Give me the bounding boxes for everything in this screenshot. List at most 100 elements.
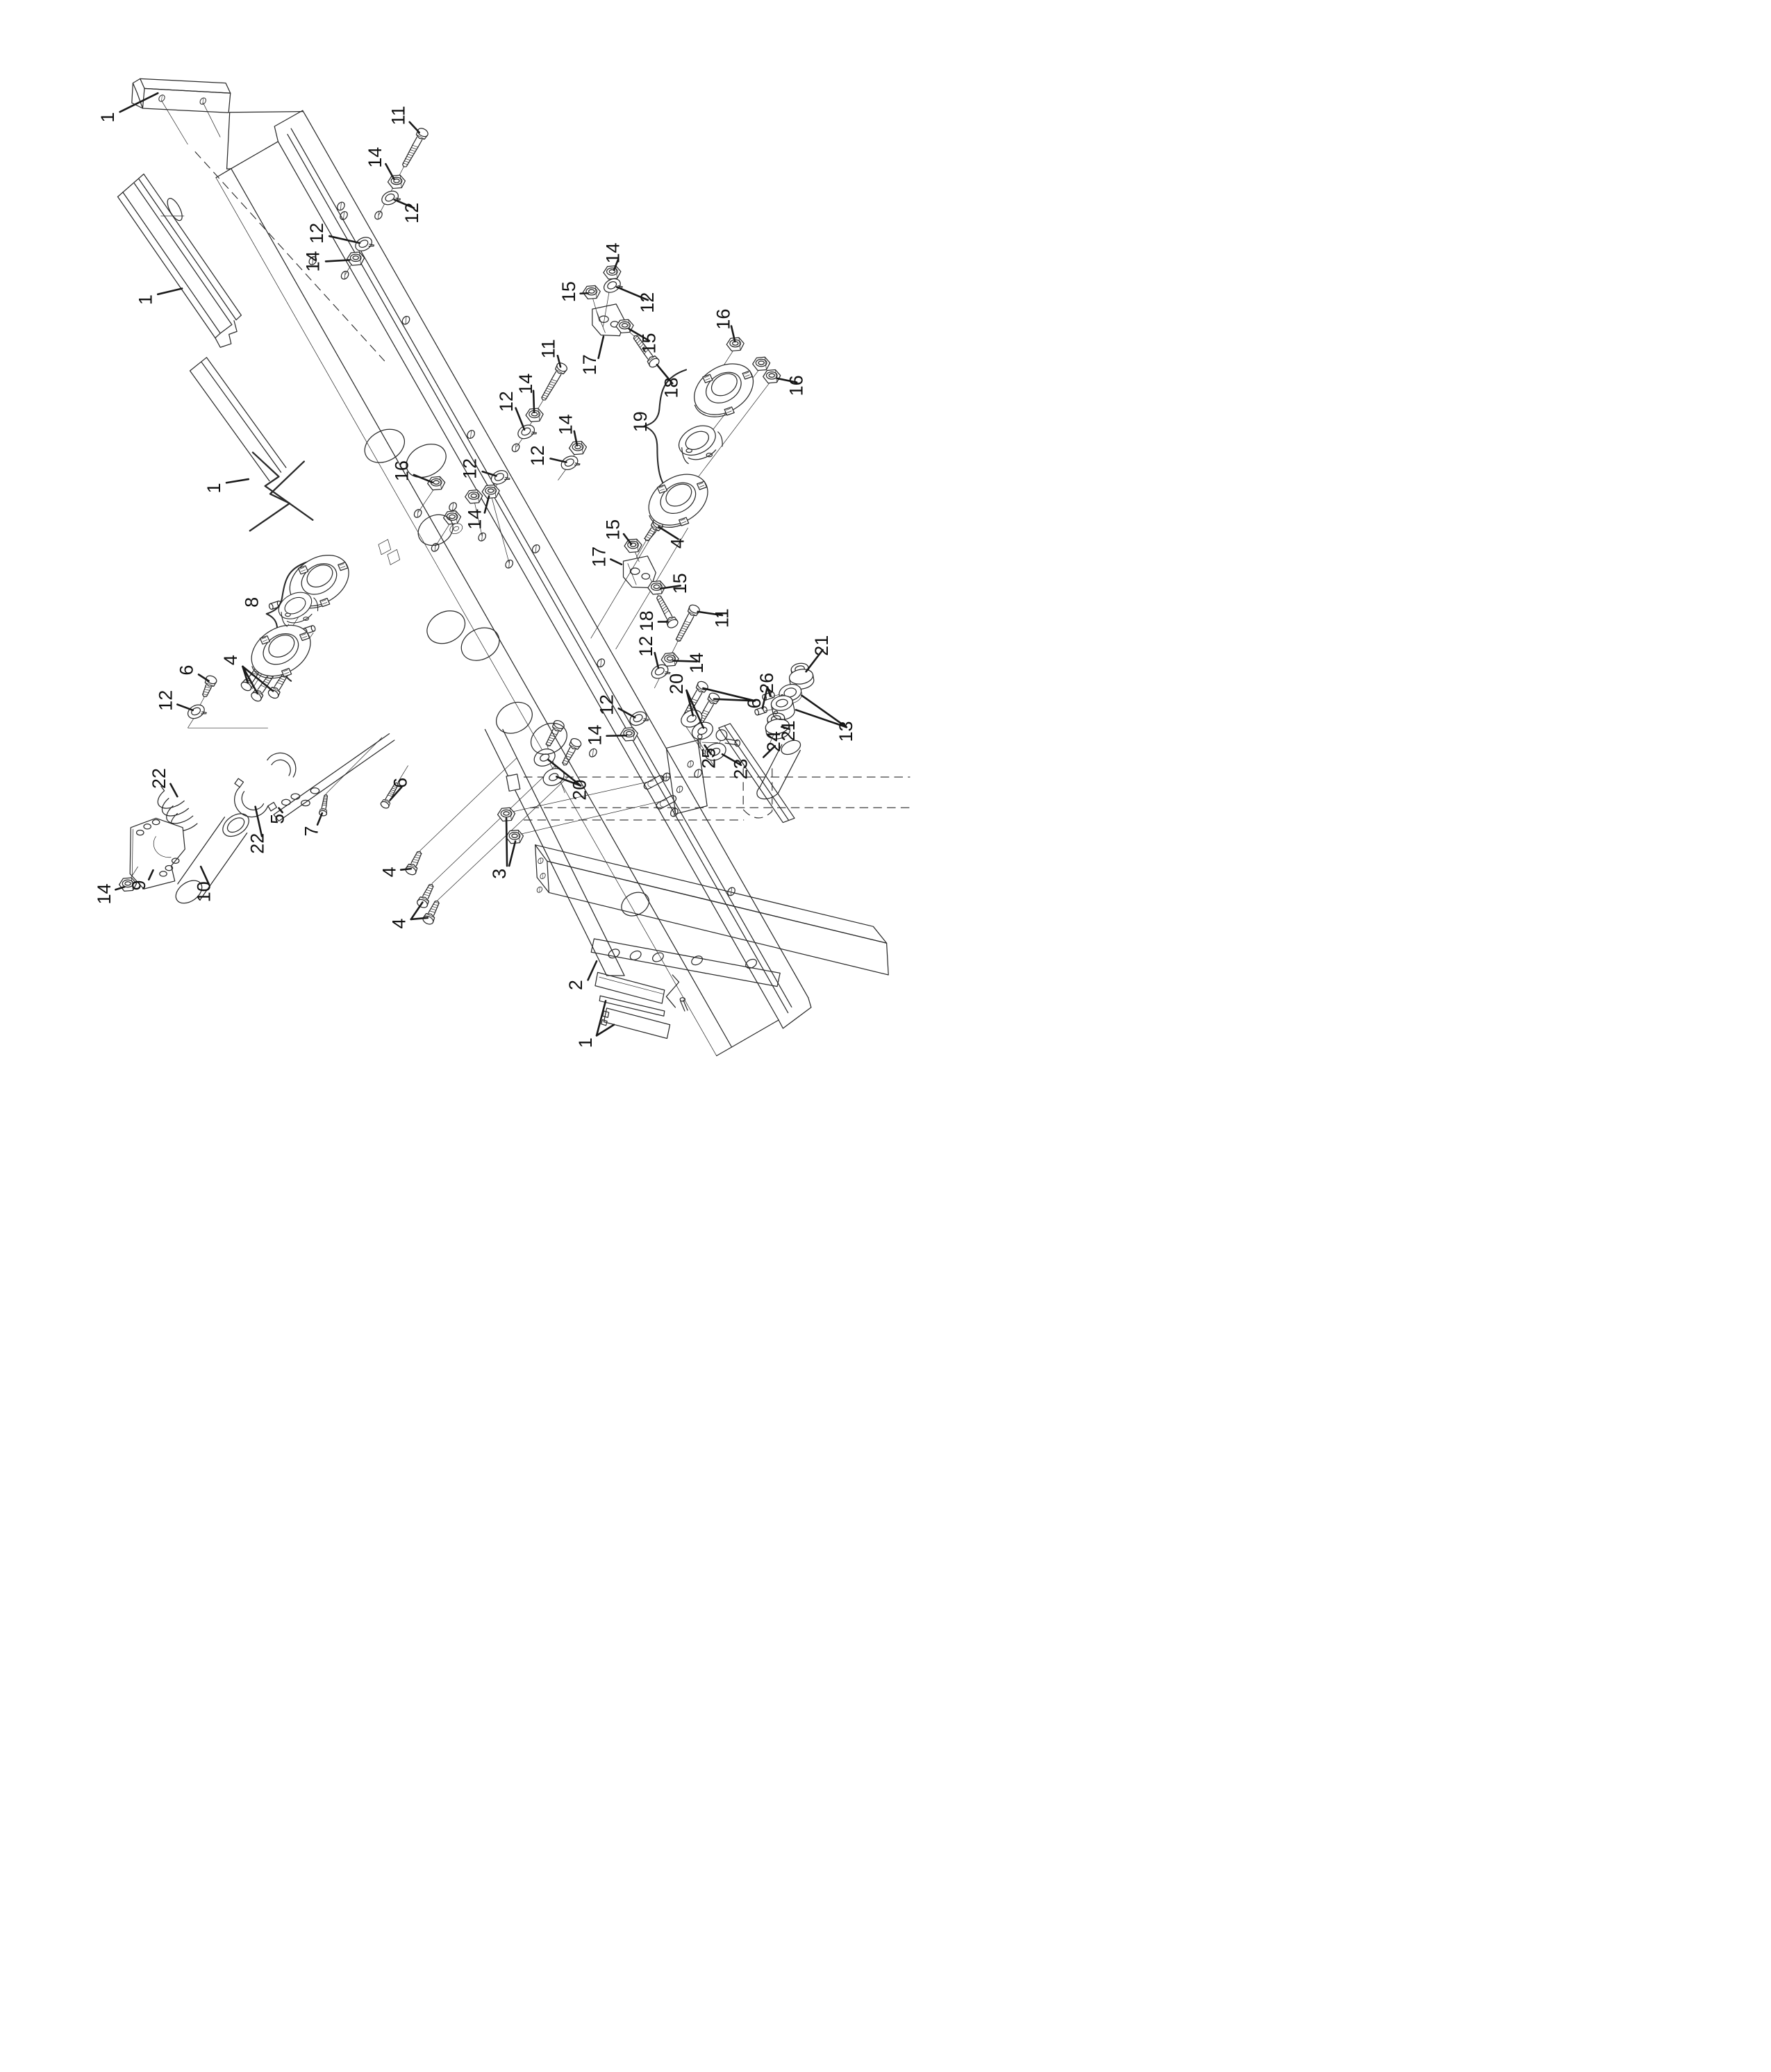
callout-4: 4: [388, 919, 409, 929]
leader-line: [762, 745, 776, 758]
lock-washer: [517, 424, 538, 440]
leader-line: [328, 235, 361, 244]
leader-line: [324, 259, 351, 262]
leader-line: [481, 470, 497, 477]
leader-line: [697, 610, 724, 617]
spring-22: [157, 785, 198, 832]
leader-line: [483, 495, 490, 514]
rail-1-lower: [189, 357, 287, 482]
leader-line: [176, 703, 194, 712]
callout-12: 12: [459, 458, 480, 479]
leader-line: [242, 665, 259, 695]
leader-line: [761, 686, 769, 710]
lock-washer: [490, 470, 510, 485]
callout-1: 1: [203, 483, 224, 494]
frame-cutout: [530, 722, 567, 755]
frame-hole: [467, 430, 475, 439]
frame-cutout: [629, 950, 642, 960]
frame-hole: [662, 772, 671, 782]
callout-1: 1: [97, 112, 118, 122]
frame-hole: [478, 532, 487, 542]
leader-line: [225, 478, 250, 484]
leader-line: [115, 885, 126, 891]
callout-12: 12: [635, 636, 656, 657]
callout-22: 22: [247, 833, 268, 854]
hex-nut: [347, 251, 365, 266]
bar-5: [273, 733, 395, 822]
lock-washer: [560, 456, 581, 471]
leader-line: [169, 783, 178, 798]
leader-line: [505, 817, 508, 867]
callout-6: 6: [176, 665, 197, 676]
frame-cutout: [426, 610, 466, 644]
lock-washer: [604, 278, 623, 293]
frame-cutout: [406, 443, 447, 478]
hex-nut: [726, 337, 745, 352]
leader-line: [393, 199, 415, 209]
frame-hole: [337, 201, 345, 211]
leader-line: [119, 92, 159, 113]
callout-15: 15: [558, 281, 579, 302]
callout-18: 18: [636, 610, 657, 631]
flat-washer: [704, 742, 726, 761]
callout-3: 3: [489, 869, 510, 879]
leader-line: [613, 258, 620, 271]
callout-14: 14: [686, 653, 707, 674]
frame-hole: [540, 873, 546, 879]
leader-line: [389, 786, 403, 801]
callout-12: 12: [527, 445, 548, 466]
leader-line: [147, 869, 154, 881]
callout-11: 11: [711, 608, 732, 628]
callout-12: 12: [306, 223, 327, 244]
hex-nut: [525, 408, 544, 422]
leader-line: [805, 649, 824, 673]
callout-1: 1: [135, 294, 156, 305]
callout-25: 25: [699, 748, 720, 769]
callout-15: 15: [638, 333, 659, 353]
callout-14: 14: [94, 883, 115, 904]
callout-11: 11: [388, 106, 408, 125]
hex-nut: [497, 807, 516, 822]
rod: [742, 740, 801, 819]
hex-nut: [624, 538, 642, 553]
callout-21: 21: [811, 635, 832, 656]
hex-bolt: [675, 604, 700, 642]
leader-line: [713, 698, 756, 702]
frame-hole: [340, 211, 348, 220]
frame-hole: [449, 502, 457, 511]
hex-bolt: [202, 675, 217, 698]
lock-washer: [381, 190, 401, 206]
frame-slot: [656, 795, 677, 810]
hex-bolt: [318, 794, 329, 817]
callout-12: 12: [156, 690, 176, 711]
callout-15: 15: [602, 519, 623, 540]
leader-line: [408, 121, 421, 134]
leader-line: [704, 744, 713, 755]
leader-line: [579, 292, 589, 295]
frame-hole: [588, 748, 597, 758]
frame-hole: [536, 886, 542, 893]
callout-16: 16: [785, 375, 806, 396]
callout-14: 14: [515, 374, 536, 394]
leader-line: [515, 407, 526, 431]
frame-cutout: [496, 701, 533, 734]
leader-line: [573, 430, 579, 446]
leader-line: [658, 526, 679, 540]
hex-nut: [442, 510, 462, 525]
callout-16: 16: [713, 309, 733, 330]
callout-15: 15: [670, 573, 690, 594]
flat-washer: [542, 768, 565, 786]
frame-hole: [199, 97, 206, 105]
callout-8: 8: [241, 597, 262, 608]
frame-cutout: [691, 955, 704, 966]
hex-nut: [568, 440, 588, 456]
leader-line: [587, 960, 598, 981]
leader-line: [556, 776, 582, 787]
frame-cutout: [460, 627, 500, 661]
callout-7: 7: [301, 826, 322, 837]
main-frame-beam: [215, 110, 812, 1057]
frame-cutout: [745, 958, 758, 969]
hex-bolt: [656, 595, 679, 628]
leader-line: [595, 1024, 615, 1037]
